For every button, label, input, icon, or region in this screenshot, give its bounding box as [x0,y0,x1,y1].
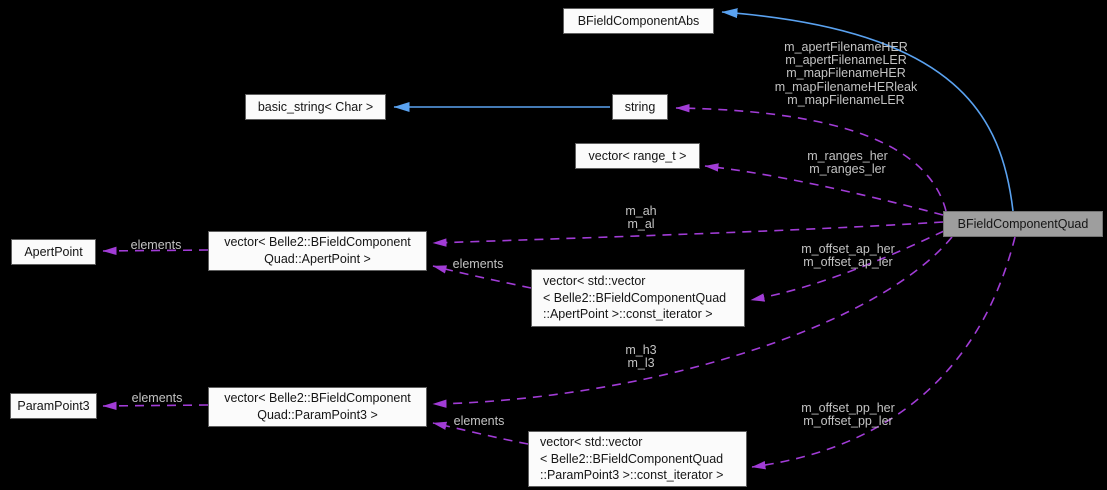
node-basic-string-char[interactable]: basic_string< Char > [245,94,386,120]
edge-elements-paramvector-to-parampoint3 [102,401,209,411]
edge-usage-quad-to-apert-iterator [750,230,945,302]
node-vector-range-t[interactable]: vector< range_t > [575,143,700,169]
node-vector-parampoint3-const-iterator[interactable]: vector< std::vector < Belle2::BFieldComp… [528,431,747,487]
edge-usage-quad-to-vector-apertpoint [432,221,944,247]
edge-usage-quad-to-string [675,104,947,212]
node-parampoint3[interactable]: ParamPoint3 [10,393,97,419]
node-vector-parampoint3[interactable]: vector< Belle2::BFieldComponent Quad::Pa… [208,387,427,427]
edge-label-elements-parampoint3: elements [131,391,183,405]
edge-label-m-ah-al: m_ah m_al [625,204,657,232]
edge-elements-apertvector-to-apertpoint [102,246,209,256]
node-bfieldcomponentquad: BFieldComponentQuad [943,211,1103,237]
edge-usage-quad-to-param-iterator [751,236,1016,470]
edge-inheritance-quad-to-abs [721,8,1014,212]
node-vector-apertpoint-const-iterator[interactable]: vector< std::vector < Belle2::BFieldComp… [531,269,745,327]
node-vector-apertpoint[interactable]: vector< Belle2::BFieldComponent Quad::Ap… [208,231,427,271]
edge-elements-paramiterator-to-paramvector [432,421,529,445]
edge-usage-quad-to-vector-parampoint3 [432,236,953,408]
edge-label-filenames: m_apertFilenameHER m_apertFilenameLER m_… [774,40,918,107]
node-apertpoint[interactable]: ApertPoint [11,239,96,265]
node-bfieldcomponentabs[interactable]: BFieldComponentAbs [563,8,714,34]
edge-label-elements-apertpoint: elements [130,238,182,252]
edge-label-offset-ap: m_offset_ap_her m_offset_ap_ler [801,242,895,270]
edge-elements-apertiterator-to-apertvector [432,265,532,289]
edge-usage-quad-to-ranges [704,163,944,216]
edge-label-offset-pp: m_offset_pp_her m_offset_pp_ler [801,401,895,429]
edge-label-m-h3-l3: m_h3 m_l3 [625,343,657,371]
node-string[interactable]: string [612,94,668,120]
edge-label-ranges: m_ranges_her m_ranges_ler [807,149,888,177]
edge-label-elements-apert-iterator: elements [452,257,504,271]
edge-label-elements-param-iterator: elements [453,414,505,428]
